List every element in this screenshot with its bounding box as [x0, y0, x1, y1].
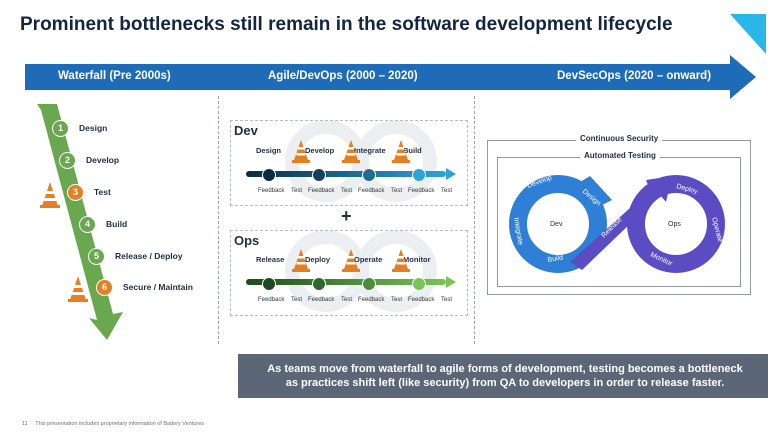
stage-label: Operate	[354, 255, 383, 264]
callout-box	[238, 354, 768, 398]
stage-label: Deploy	[305, 255, 331, 264]
release-arrow	[570, 176, 672, 270]
stage-node-icon	[262, 168, 276, 182]
waterfall-step-label: Develop	[86, 155, 120, 165]
waterfall-step-label: Build	[106, 219, 128, 229]
feedback-label: Feedback	[358, 297, 385, 303]
stage-node-icon	[362, 168, 376, 182]
waterfall-step-label: Test	[94, 187, 111, 197]
traffic-cone-icon	[342, 140, 360, 163]
stage-node-icon	[362, 277, 376, 291]
test-label: Test	[441, 297, 453, 303]
traffic-cone-icon	[342, 249, 360, 272]
footer-text: This presentation includes proprietary i…	[35, 421, 205, 427]
waterfall-step-number: 2	[59, 152, 76, 169]
feedback-label: Feedback	[258, 297, 285, 303]
waterfall-step-number: 4	[79, 216, 96, 233]
divider-left	[218, 96, 219, 344]
era-agile: Agile/DevOps (2000 – 2020)	[268, 70, 418, 82]
stage-label: Monitor	[403, 255, 431, 264]
ops-loop	[627, 175, 725, 273]
feedback-label: Feedback	[258, 188, 285, 194]
callout-line-2: as practices shift left (like security) …	[285, 377, 725, 389]
stage-label: Release	[256, 255, 285, 264]
callout-text: As teams move from waterfall to agile fo…	[250, 362, 760, 390]
ops-timeline-bar	[246, 276, 456, 288]
ops-heading: Ops	[234, 233, 260, 248]
traffic-cone-icon	[292, 249, 310, 272]
timeline-arrow-tip	[730, 55, 756, 99]
infinity-loop-diagram: Develop Design Integrate Build Dev Relea…	[509, 174, 725, 273]
test-label: Test	[441, 188, 453, 194]
test-label: Test	[391, 188, 403, 194]
era-devsecops: DevSecOps (2020 – onward)	[557, 70, 712, 82]
traffic-cone-icon	[392, 140, 410, 163]
footer: 11 This presentation includes proprietar…	[22, 421, 204, 427]
automated-testing-label: Automated Testing	[580, 151, 660, 160]
timeline-banner	[25, 64, 730, 90]
test-label: Test	[391, 297, 403, 303]
page-number: 11	[22, 421, 28, 427]
stage-label: Design	[256, 146, 282, 155]
stage-node-icon	[412, 277, 426, 291]
stage-label: Develop	[305, 146, 335, 155]
svg-text:Ops: Ops	[668, 221, 681, 228]
svg-text:Integrate: Integrate	[512, 217, 524, 246]
waterfall-step-label: Design	[79, 123, 108, 133]
feedback-label: Feedback	[408, 297, 435, 303]
waterfall-cone-icon-2	[68, 276, 88, 302]
waterfall-step-number: 3	[67, 184, 84, 201]
callout-line-1: As teams move from waterfall to agile fo…	[267, 363, 743, 375]
stage-node-icon	[312, 168, 326, 182]
stage-node-icon	[312, 277, 326, 291]
dev-timeline-bar	[246, 168, 456, 180]
page-title: Prominent bottlenecks still remain in th…	[20, 14, 673, 35]
waterfall-step-number: 5	[88, 248, 105, 265]
ops-panel	[230, 230, 468, 316]
traffic-cone-icon	[392, 249, 410, 272]
design-segment	[570, 176, 612, 206]
test-label: Test	[341, 297, 353, 303]
stage-node-icon	[412, 168, 426, 182]
svg-text:Dev: Dev	[550, 221, 563, 228]
waterfall-step-label: Release / Deploy	[115, 251, 183, 261]
plus-sign: +	[341, 206, 352, 226]
stage-label: Build	[403, 146, 422, 155]
dev-loop	[509, 175, 607, 273]
waterfall-step-number: 6	[96, 279, 113, 296]
corner-accent-icon	[730, 14, 766, 54]
test-label: Test	[291, 297, 303, 303]
divider-right	[474, 96, 475, 344]
feedback-label: Feedback	[408, 188, 435, 194]
svg-text:Build: Build	[547, 254, 564, 264]
feedback-label: Feedback	[358, 188, 385, 194]
stage-label: Integrate	[354, 146, 386, 155]
stage-node-icon	[262, 277, 276, 291]
traffic-cone-icon	[292, 140, 310, 163]
dev-panel	[230, 120, 468, 206]
waterfall-cone-icon-1	[40, 182, 60, 208]
feedback-label: Feedback	[308, 188, 335, 194]
waterfall-step-number: 1	[52, 120, 69, 137]
era-waterfall: Waterfall (Pre 2000s)	[58, 70, 171, 82]
continuous-security-label: Continuous Security	[576, 134, 663, 143]
feedback-label: Feedback	[308, 297, 335, 303]
waterfall-step-label: Secure / Maintain	[123, 282, 193, 292]
test-label: Test	[341, 188, 353, 194]
dev-heading: Dev	[234, 123, 258, 138]
test-label: Test	[291, 188, 303, 194]
